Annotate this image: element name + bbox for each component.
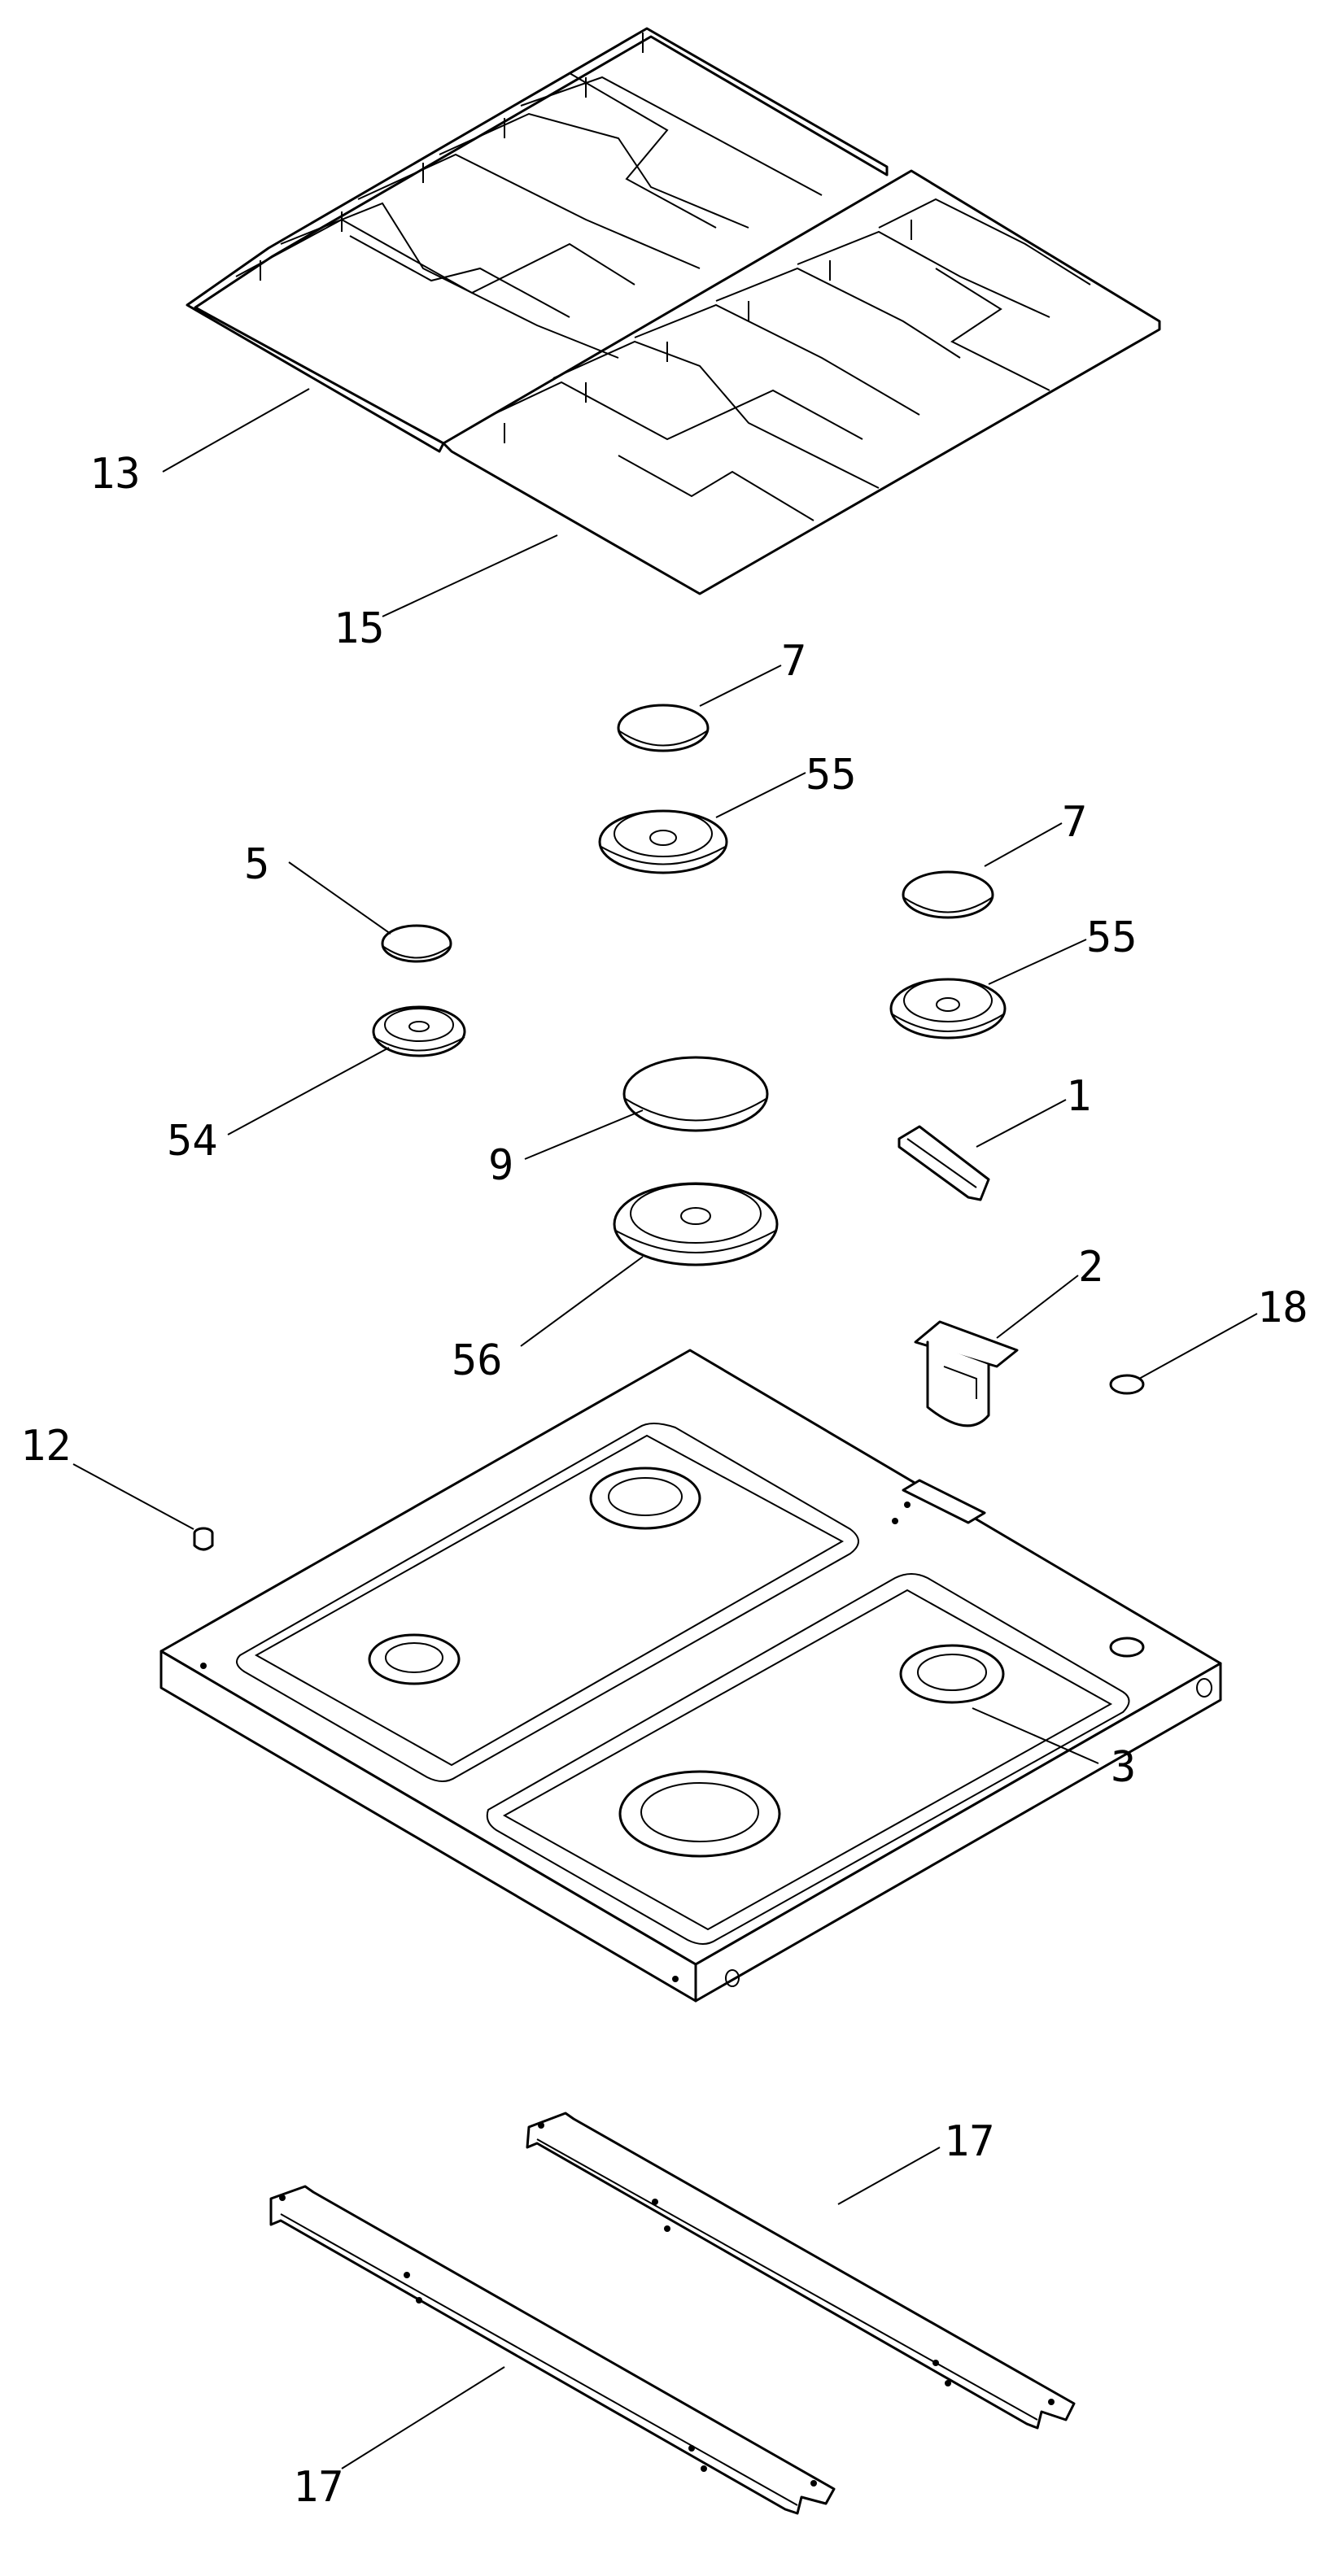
callout-56: 56 xyxy=(452,1336,503,1385)
callout-17-lower: 17 xyxy=(293,2463,344,2512)
callout-9: 9 xyxy=(488,1141,513,1190)
callout-3: 3 xyxy=(1111,1743,1136,1792)
burner-head-wok xyxy=(613,1182,779,1266)
burner-head-top xyxy=(598,809,728,874)
callout-2: 2 xyxy=(1078,1243,1103,1292)
hob-top-panel xyxy=(159,1349,1222,2003)
callout-15: 15 xyxy=(334,604,385,653)
burner-cap-right xyxy=(902,870,994,919)
leader-lines xyxy=(72,388,1258,2469)
callout-12: 12 xyxy=(20,1422,72,1471)
pan-support-left xyxy=(186,27,889,453)
callout-5: 5 xyxy=(244,840,269,889)
ignition-bracket xyxy=(897,1125,990,1201)
callout-55-top: 55 xyxy=(806,751,857,800)
burner-cap-small-left xyxy=(381,924,452,963)
callout-1: 1 xyxy=(1066,1072,1091,1121)
burner-head-right xyxy=(889,978,1007,1040)
callout-55-right: 55 xyxy=(1086,913,1138,962)
callout-7-top: 7 xyxy=(781,637,806,686)
gas-inlet-bracket xyxy=(914,1320,1019,1427)
burner-cap-wok xyxy=(622,1056,769,1132)
rubber-plug xyxy=(1109,1374,1145,1395)
side-rail-upper xyxy=(526,2112,1076,2430)
pan-support-right xyxy=(442,169,1161,595)
callout-17-upper: 17 xyxy=(944,2117,995,2166)
callout-54: 54 xyxy=(167,1117,218,1166)
burner-cap-large-top xyxy=(617,704,710,752)
callout-13: 13 xyxy=(90,450,141,499)
burner-head-small-left xyxy=(372,1005,466,1057)
side-rail-lower xyxy=(269,2185,836,2515)
screw-fixing xyxy=(193,1527,214,1551)
callout-18: 18 xyxy=(1257,1284,1308,1332)
callout-7-right: 7 xyxy=(1062,798,1087,847)
